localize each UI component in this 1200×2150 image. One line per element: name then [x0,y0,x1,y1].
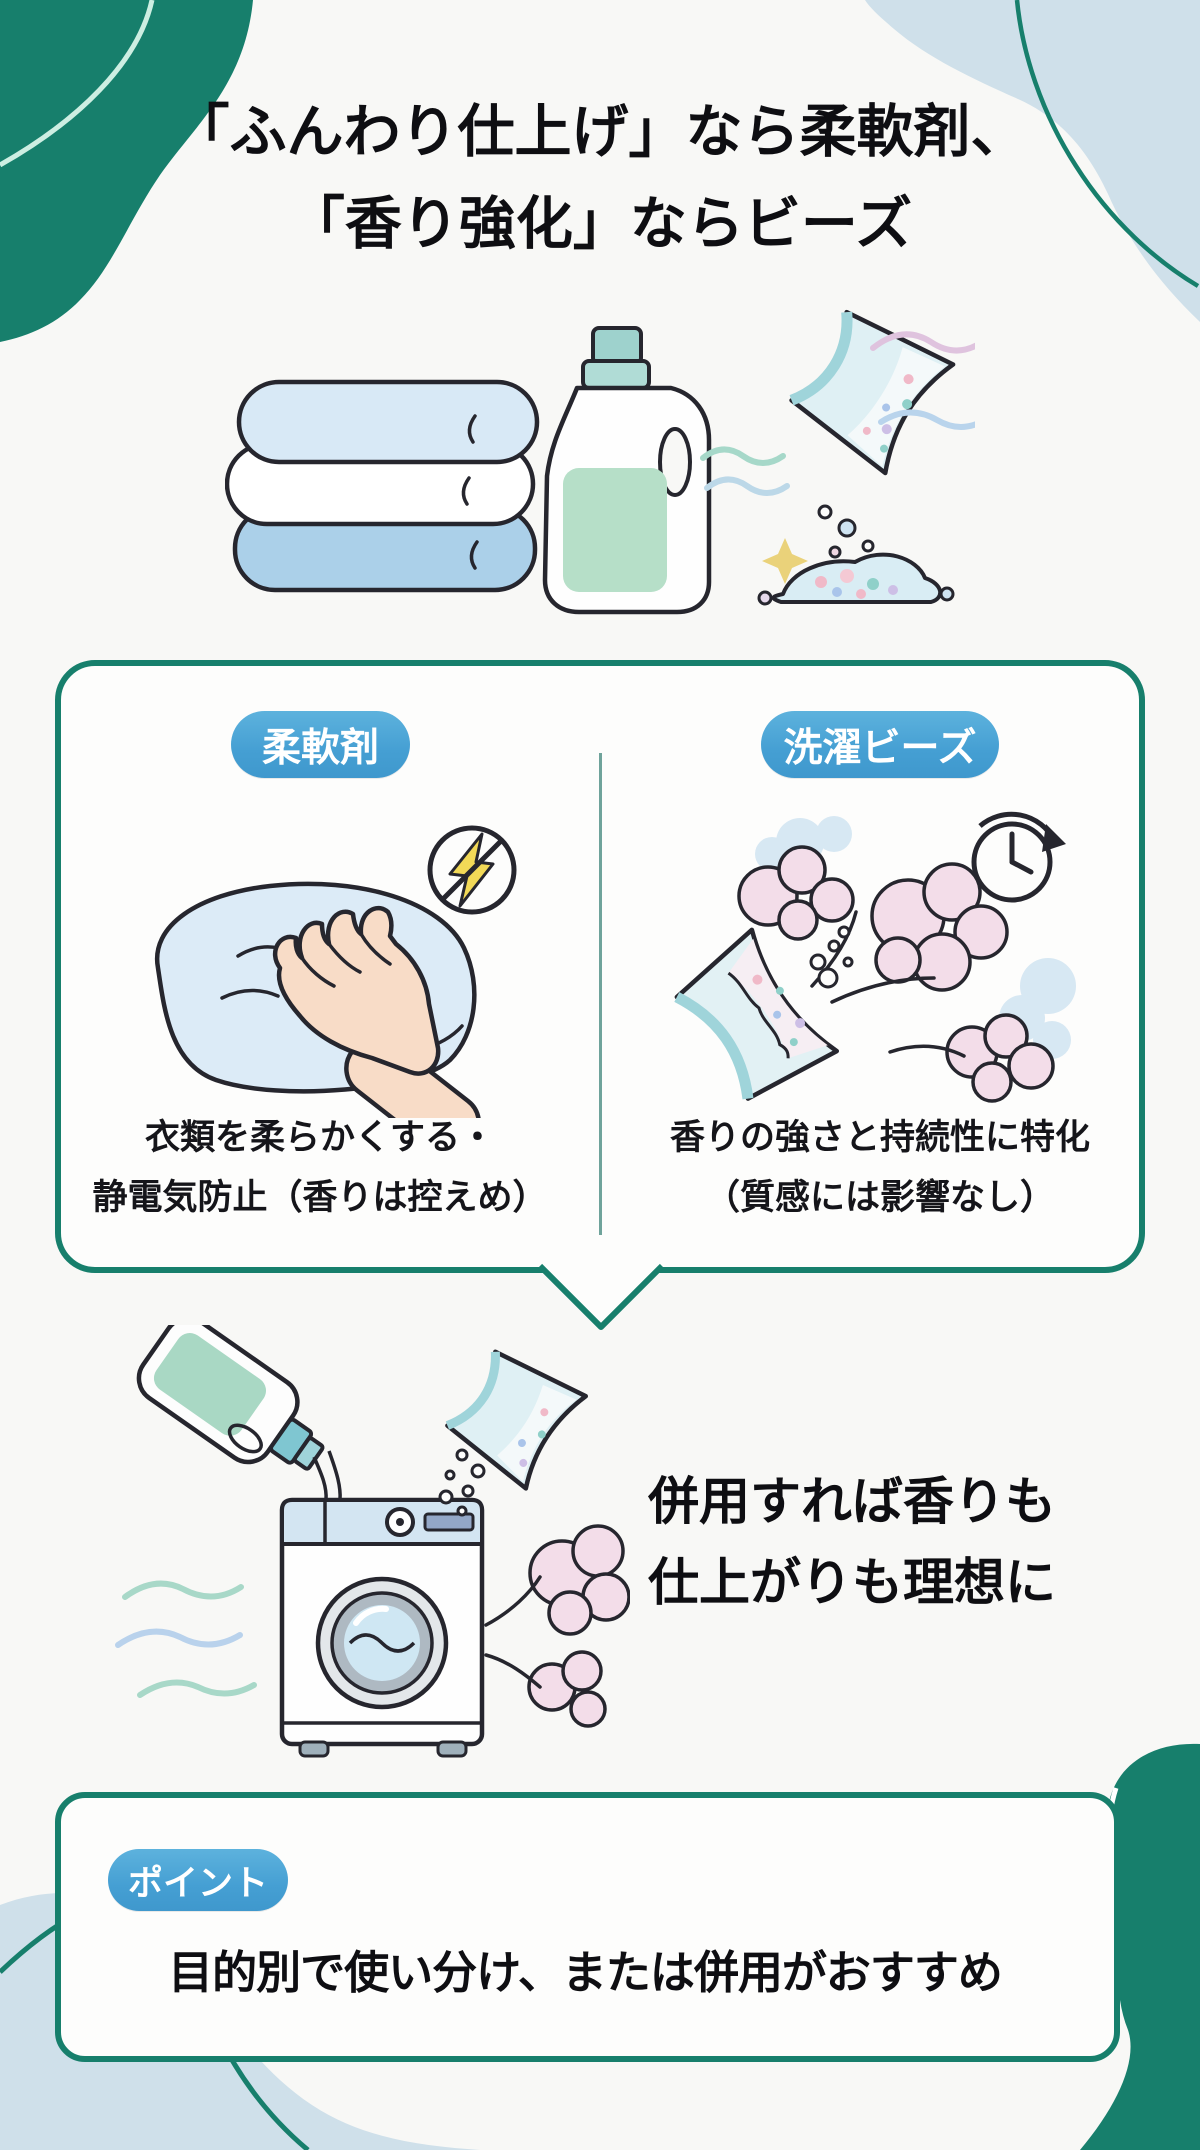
beads-package [789,309,956,476]
beads-desc-line-1: 香りの強さと持続性に特化 [669,1118,1090,1157]
point-box [55,1792,1120,2062]
beads-description: 香りの強さと持続性に特化 （質感には影響なし） [643,1108,1117,1228]
pour-stream [312,1450,342,1501]
combo-text: 併用すれば香りも 仕上がりも理想に [648,1462,1056,1623]
point-text: 目的別で使い分け、または併用がおすすめ [168,1947,1003,1998]
detergent-bottle [542,326,712,615]
combo-line-2: 仕上がりも理想に [648,1553,1057,1611]
washer-illustration [115,1325,630,1758]
hero-illustration [225,309,975,615]
beads-pile [757,552,955,606]
cup-bubbles [809,925,854,989]
decor-blob-top-left [0,0,253,342]
clock-icon [971,811,1066,903]
towel-stack [225,379,540,593]
title-line-1: 「ふんわり仕上げ」なら柔軟剤、 [172,100,1028,164]
softener-badge-label: 柔軟剤 [261,726,379,770]
point-badge-label: ポイント [127,1863,268,1903]
beads-badge-label: 洗濯ビーズ [783,726,977,770]
speech-tail [537,1263,665,1330]
page-title: 「ふんわり仕上げ」なら柔軟剤、 「香り強化」ならビーズ [0,86,1200,271]
decor-blob-top-right [865,0,1200,322]
wind-waves [115,1580,257,1698]
scent-waves-right [870,331,975,430]
sparkle-icon [762,538,808,584]
title-line-2: 「香り強化」ならビーズ [287,192,913,257]
softener-description: 衣類を柔らかくする・ 静電気防止（香りは控えめ） [83,1108,557,1228]
beads-desc-line-2: （質感には影響なし） [704,1178,1055,1218]
softener-desc-line-2: 静電気防止（香りは控えめ） [92,1178,548,1218]
softener-illustration [154,825,517,1118]
anti-static-icon [427,825,517,915]
pour-beads-pack [445,1349,589,1491]
scent-waves-left [700,446,790,496]
steam-clouds-right [527,1524,630,1728]
pour-bottle [136,1325,325,1471]
column-divider [599,753,602,1235]
beads-cup [674,927,840,1101]
combo-line-1: 併用すれば香りも [648,1473,1057,1530]
falling-beads-small [438,1448,486,1517]
hand [272,905,482,1118]
washing-machine [279,1497,485,1758]
beads-illustration [674,811,1076,1103]
steam-swoosh [484,1575,542,1689]
beads-badge: 洗濯ビーズ [761,711,999,778]
point-badge: ポイント [108,1849,288,1911]
softener-badge: 柔軟剤 [231,711,410,778]
scent-clouds [737,845,1055,1103]
softener-desc-line-1: 衣類を柔らかくする・ [144,1118,495,1157]
